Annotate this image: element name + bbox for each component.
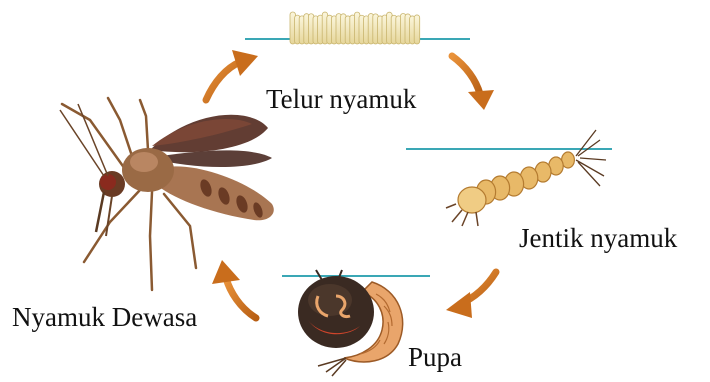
stage-label-eggs: Telur nyamuk: [266, 86, 416, 113]
mosquito-egg-raft-icon: [245, 12, 470, 44]
stage-label-larva: Jentik nyamuk: [519, 225, 677, 252]
arrow-eggs-to-larva-icon: [452, 56, 494, 110]
arrow-larva-to-pupa-icon: [446, 272, 496, 318]
arrow-adult-to-eggs-icon: [206, 50, 258, 100]
arrow-pupa-to-adult-icon: [212, 260, 256, 318]
stage-label-pupa: Pupa: [408, 344, 462, 371]
adult-mosquito-icon: [60, 98, 274, 290]
stage-label-adult: Nyamuk Dewasa: [12, 304, 197, 331]
mosquito-larva-icon: [406, 130, 612, 226]
